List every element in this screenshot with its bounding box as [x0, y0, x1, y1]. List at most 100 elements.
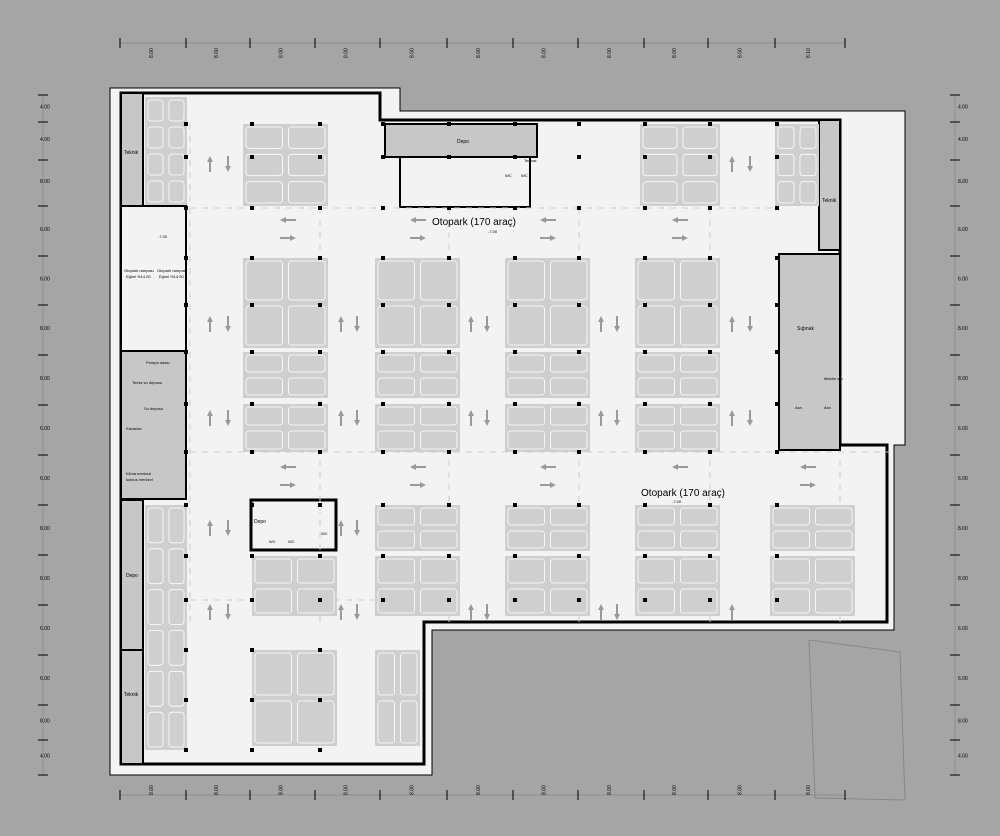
- column: [577, 206, 581, 210]
- column: [775, 206, 779, 210]
- column: [708, 450, 712, 454]
- traffic-arrow: [598, 316, 604, 332]
- dimension-label-bottom: 8.00: [344, 785, 350, 795]
- traffic-arrow: [800, 464, 816, 470]
- column: [513, 554, 517, 558]
- car-outline: [147, 180, 164, 203]
- column: [775, 256, 779, 260]
- tesisat-label: Tesisat: [524, 158, 537, 163]
- teknik-label-top-left: Teknik: [124, 150, 139, 156]
- car-outline: [637, 305, 675, 346]
- car-outline: [772, 507, 810, 526]
- car-outline: [680, 377, 718, 396]
- column: [643, 303, 647, 307]
- car-outline: [168, 548, 185, 585]
- car-outline: [288, 406, 326, 426]
- ramp-label-a2: Eğimi %14.50: [126, 274, 151, 279]
- siginak-label: Sığınak: [797, 326, 814, 332]
- teknik-label-bottom-left: Teknik: [124, 692, 139, 698]
- dimension-label-right: 6.00: [958, 476, 968, 482]
- parking-block: [375, 650, 420, 746]
- dimension-label-top: 8.00: [344, 48, 350, 58]
- parking-block: [505, 352, 590, 398]
- car-outline: [642, 126, 678, 149]
- dimension-label-top: 8.00: [672, 48, 678, 58]
- car-outline: [680, 354, 718, 373]
- column: [513, 206, 517, 210]
- traffic-arrow: [729, 604, 735, 620]
- car-outline: [245, 430, 283, 450]
- teknik-label-top-right: Teknik: [822, 198, 837, 204]
- column: [318, 155, 322, 159]
- traffic-arrow: [410, 217, 426, 223]
- dimension-label-right: 6.00: [958, 676, 968, 682]
- parking-block: [635, 556, 720, 616]
- car-outline: [799, 153, 817, 177]
- column: [318, 554, 322, 558]
- column: [708, 598, 712, 602]
- column: [250, 503, 254, 507]
- main-parking-label: Otopark (170 araç): [432, 217, 516, 228]
- car-outline: [507, 430, 545, 450]
- column: [381, 402, 385, 406]
- column: [708, 155, 712, 159]
- ramp-label-a: Otopark rampası: [124, 268, 154, 273]
- ramp-label-b2: Eğimi %14.50: [159, 274, 184, 279]
- column: [184, 350, 188, 354]
- column: [577, 554, 581, 558]
- parking-block: [640, 124, 720, 206]
- traffic-arrow: [225, 156, 231, 172]
- dimension-label-right: 8.00: [958, 326, 968, 332]
- dimension-label-left: 8.00: [40, 719, 50, 725]
- car-outline: [377, 377, 415, 396]
- car-outline: [377, 406, 415, 426]
- parking-block: [375, 505, 460, 551]
- service-rooms-left: [120, 350, 187, 500]
- dimension-label-left: 8.00: [40, 376, 50, 382]
- traffic-arrow: [747, 156, 753, 172]
- column: [643, 554, 647, 558]
- column: [708, 350, 712, 354]
- car-outline: [799, 181, 817, 204]
- traffic-arrow: [225, 604, 231, 620]
- car-outline: [680, 558, 718, 584]
- car-outline: [288, 305, 326, 346]
- car-outline: [507, 377, 545, 396]
- column: [775, 303, 779, 307]
- car-outline: [777, 153, 795, 177]
- traffic-arrow: [729, 156, 735, 172]
- column: [250, 206, 254, 210]
- column: [250, 698, 254, 702]
- traffic-arrow: [484, 604, 490, 620]
- car-outline: [297, 558, 335, 584]
- dimension-label-right: 8.00: [958, 376, 968, 382]
- column: [513, 303, 517, 307]
- column: [708, 122, 712, 126]
- traffic-arrow: [410, 464, 426, 470]
- column: [184, 554, 188, 558]
- service-room-5b: kolnus merkezi: [126, 477, 153, 482]
- dimension-label-right: 6.00: [958, 426, 968, 432]
- column: [577, 450, 581, 454]
- car-outline: [420, 430, 458, 450]
- column: [318, 648, 322, 652]
- column: [381, 122, 385, 126]
- car-outline: [254, 652, 292, 696]
- dimension-label-top: 8.00: [476, 48, 482, 58]
- car-outline: [772, 588, 810, 614]
- dimension-label-right: 4.00: [958, 137, 968, 143]
- car-outline: [637, 430, 675, 450]
- column: [513, 450, 517, 454]
- column: [775, 598, 779, 602]
- dimension-label-top: 8.00: [607, 48, 613, 58]
- traffic-arrow: [354, 410, 360, 426]
- traffic-arrow: [484, 316, 490, 332]
- column: [318, 402, 322, 406]
- column: [775, 554, 779, 558]
- car-outline: [245, 305, 283, 346]
- car-outline: [642, 153, 678, 177]
- car-outline: [168, 126, 185, 149]
- column: [184, 598, 188, 602]
- car-outline: [168, 589, 185, 625]
- car-outline: [245, 126, 283, 149]
